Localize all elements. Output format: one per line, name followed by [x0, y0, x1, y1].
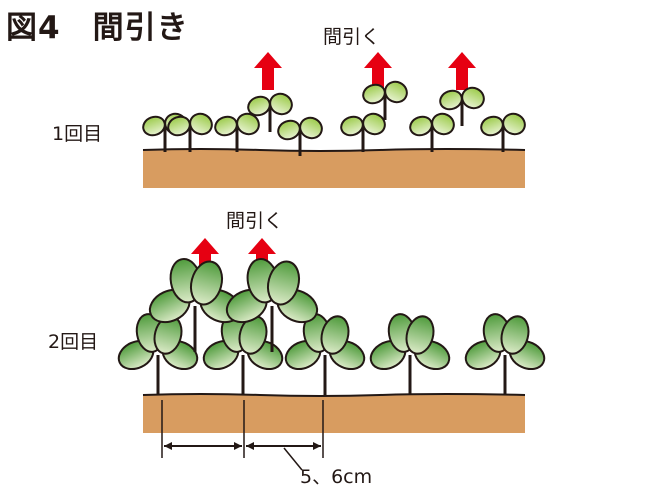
- thin-label-stage1: 間引く: [323, 26, 381, 48]
- leaf: [320, 315, 350, 355]
- pull-up-arrow-icon: [254, 52, 282, 90]
- ground-line: [142, 393, 526, 397]
- pull-up-arrow-icon: [364, 52, 392, 90]
- leaf: [189, 260, 224, 306]
- leaf: [409, 115, 433, 137]
- leader-line: [283, 447, 303, 471]
- leaf: [269, 92, 293, 116]
- pull-up-arrow-icon: [248, 238, 276, 276]
- leaf: [189, 112, 213, 136]
- pulled-seedling: [439, 86, 485, 126]
- leaf: [500, 315, 530, 355]
- leaf: [405, 315, 435, 355]
- plant: [464, 313, 546, 395]
- seedling: [480, 112, 526, 152]
- stage1-label: 1回目: [52, 123, 103, 145]
- pulled-plant: [148, 258, 242, 352]
- pull-up-arrow-icon: [191, 238, 219, 276]
- pulled-seedling: [247, 92, 293, 132]
- leaf: [439, 89, 463, 111]
- soil-bed-2: [143, 395, 525, 433]
- spacing-dimension: [161, 400, 324, 471]
- leaf: [384, 80, 408, 104]
- leaf: [266, 260, 301, 306]
- leaf: [362, 112, 386, 136]
- soil-bed-1: [143, 150, 525, 188]
- spacing-label: 5、6cm: [300, 466, 373, 488]
- seedling: [340, 112, 386, 152]
- figure-title: 図4 間引き: [6, 10, 189, 46]
- leaf: [461, 86, 485, 110]
- leaf: [299, 116, 323, 140]
- plant: [117, 313, 199, 395]
- pulled-seedling: [362, 80, 408, 120]
- seedling: [214, 112, 260, 152]
- leaf: [214, 115, 238, 137]
- ground-line: [142, 148, 526, 152]
- seedling: [167, 112, 213, 152]
- leaf: [480, 115, 504, 137]
- plant: [369, 313, 451, 395]
- stage2-label: 2回目: [48, 331, 99, 353]
- seedling: [277, 116, 323, 156]
- pull-up-arrow-icon: [448, 52, 476, 90]
- plant: [202, 313, 284, 395]
- seedling: [409, 112, 455, 152]
- leaf: [340, 115, 364, 137]
- leaf: [431, 112, 455, 136]
- thin-label-stage2: 間引く: [226, 210, 284, 232]
- pulled-plant: [225, 258, 319, 352]
- leaf: [277, 119, 301, 141]
- leaf: [142, 115, 166, 137]
- plant: [284, 313, 366, 395]
- leaf: [502, 112, 526, 136]
